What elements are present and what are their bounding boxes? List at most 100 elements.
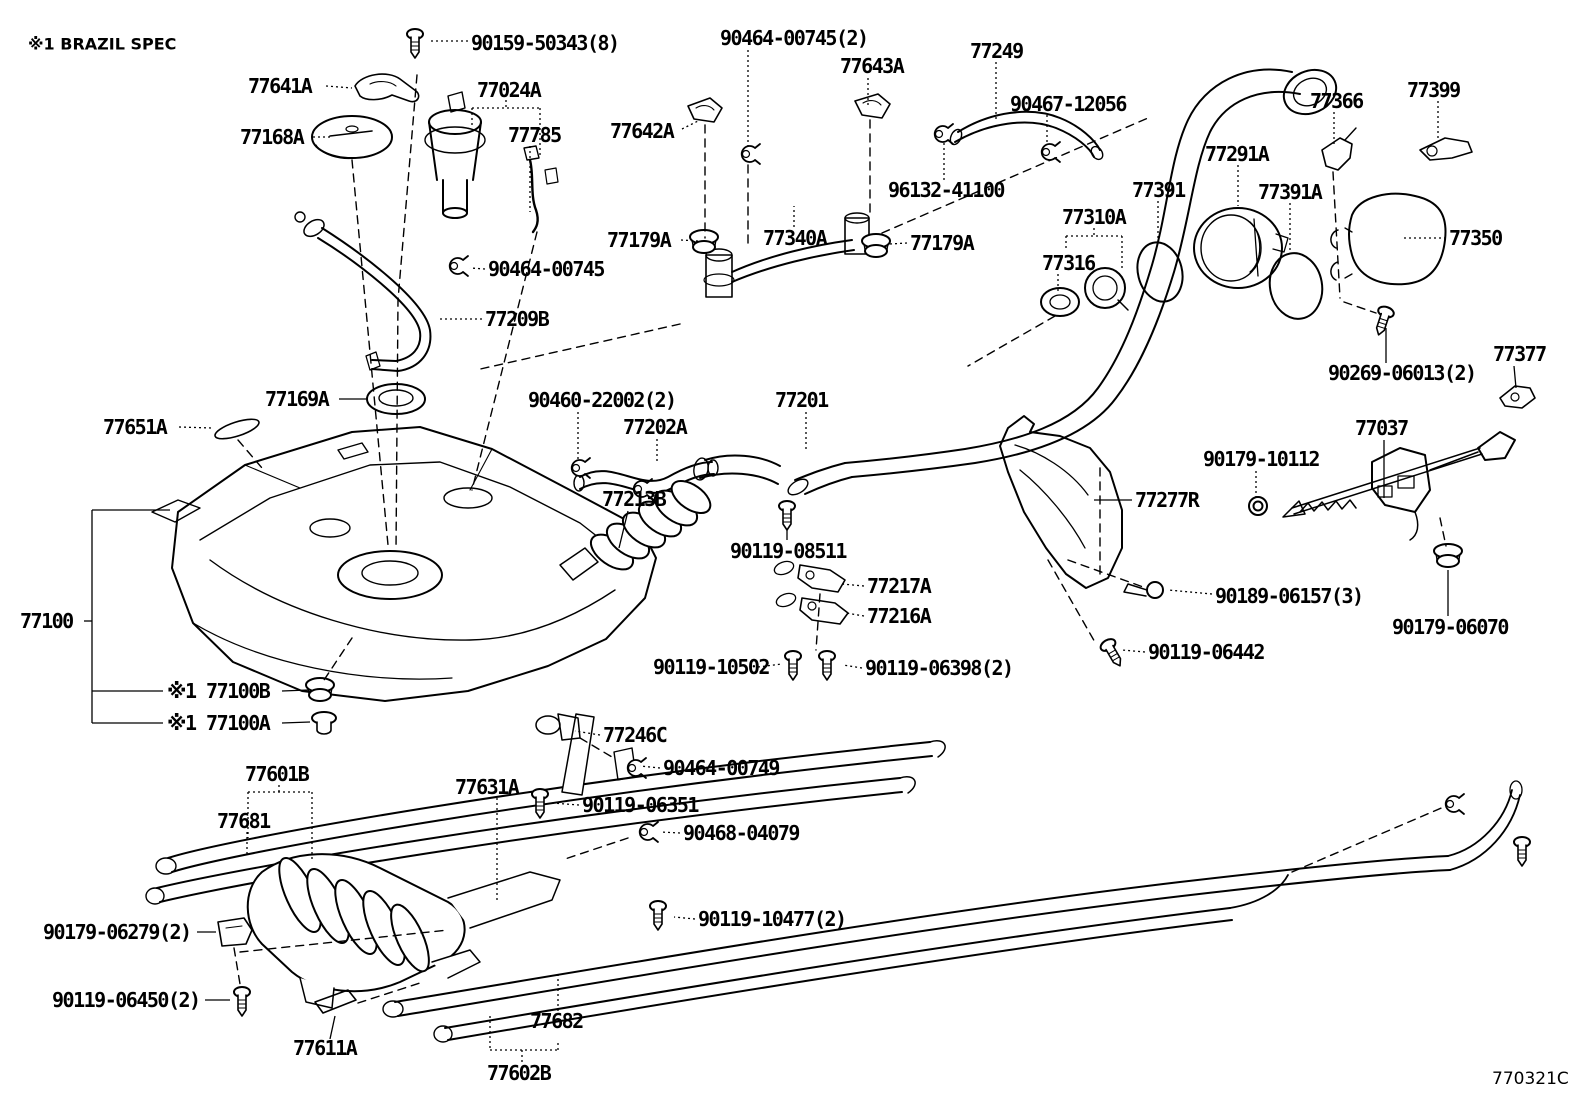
part-label-77169a[interactable]: 77169A bbox=[265, 387, 330, 411]
leader-line bbox=[1514, 366, 1516, 388]
part-label-77601b[interactable]: 77601B bbox=[245, 762, 310, 786]
filler-opening-parts bbox=[1041, 208, 1327, 323]
fuel-pump-assembly bbox=[425, 92, 485, 218]
part-label-77024a[interactable]: 77024A bbox=[477, 78, 542, 102]
part-label-90119064502[interactable]: 90119-06450(2) bbox=[52, 988, 201, 1012]
part-label-77037[interactable]: 77037 bbox=[1355, 416, 1409, 440]
part-label-90179062792[interactable]: 90179-06279(2) bbox=[43, 920, 192, 944]
part-label-9011906442[interactable]: 90119-06442 bbox=[1148, 640, 1265, 664]
part-label-77631a[interactable]: 77631A bbox=[455, 775, 520, 799]
part-label-77216a[interactable]: 77216A bbox=[867, 604, 932, 628]
clamp-77643A bbox=[855, 94, 890, 118]
part-label-77391a[interactable]: 77391A bbox=[1258, 180, 1323, 204]
leader-line bbox=[846, 613, 864, 616]
part-label-77611a[interactable]: 77611A bbox=[293, 1036, 358, 1060]
leader-line bbox=[1168, 590, 1212, 594]
leader-line bbox=[470, 268, 485, 269]
part-label-9613241100[interactable]: 96132-41100 bbox=[888, 178, 1005, 202]
part-label-9011908511[interactable]: 90119-08511 bbox=[730, 539, 847, 563]
part-label-77249[interactable]: 77249 bbox=[970, 39, 1024, 63]
leader-line bbox=[282, 722, 310, 723]
part-label-77399[interactable]: 77399 bbox=[1407, 78, 1461, 102]
part-label-77642a[interactable]: 77642A bbox=[610, 119, 675, 143]
part-label-9046400749[interactable]: 90464-00749 bbox=[663, 756, 780, 780]
part-label-90119063982[interactable]: 90119-06398(2) bbox=[865, 656, 1014, 680]
part-label-77651a[interactable]: 77651A bbox=[103, 415, 168, 439]
part-label-77179a[interactable]: 77179A bbox=[607, 228, 672, 252]
part-label-90464007452[interactable]: 90464-00745(2) bbox=[720, 26, 869, 50]
leader-line bbox=[758, 664, 782, 667]
part-label-90119104772[interactable]: 90119-10477(2) bbox=[698, 907, 847, 931]
part-label-77316[interactable]: 77316 bbox=[1042, 251, 1096, 275]
clamp-77641A bbox=[355, 74, 419, 102]
fuel-tank-shape bbox=[152, 427, 656, 701]
filler-hose-77213B bbox=[560, 475, 716, 580]
leader-line bbox=[843, 665, 862, 668]
part-label-77785[interactable]: 77785 bbox=[508, 123, 562, 147]
part-label-9017910112[interactable]: 90179-10112 bbox=[1203, 447, 1320, 471]
part-label-90159503438[interactable]: 90159-50343(8) bbox=[471, 31, 620, 55]
part-label-9011906351[interactable]: 90119-06351 bbox=[582, 793, 699, 817]
leader-line bbox=[552, 803, 579, 805]
part-label-77391[interactable]: 77391 bbox=[1132, 178, 1186, 202]
cushion-90179-06279 bbox=[218, 918, 252, 946]
fuel-filler-lid-77350 bbox=[1331, 194, 1446, 284]
assembly-dashed-guides bbox=[234, 75, 1446, 1003]
part-label-77643a[interactable]: 77643A bbox=[840, 54, 905, 78]
leader-line bbox=[890, 243, 907, 244]
part-label-9011910502[interactable]: 90119-10502 bbox=[653, 655, 770, 679]
part-label-77340a[interactable]: 77340A bbox=[763, 226, 828, 250]
clamp-77642A bbox=[688, 98, 722, 122]
part-label-77377[interactable]: 77377 bbox=[1493, 342, 1547, 366]
part-label-77310a[interactable]: 77310A bbox=[1062, 205, 1127, 229]
leader-line bbox=[326, 86, 352, 88]
part-label-177100a[interactable]: ※1 77100A bbox=[167, 711, 271, 735]
fuel-sender-gauge bbox=[524, 146, 558, 232]
part-label-77100[interactable]: 77100 bbox=[20, 609, 74, 633]
tank-band-lower-set bbox=[383, 781, 1522, 1042]
part-label-90269060132[interactable]: 90269-06013(2) bbox=[1328, 361, 1477, 385]
part-label-77202a[interactable]: 77202A bbox=[623, 415, 688, 439]
part-label-9017906070[interactable]: 90179-06070 bbox=[1392, 615, 1509, 639]
part-label-77179a[interactable]: 77179A bbox=[910, 231, 975, 255]
part-label-90189061573[interactable]: 90189-06157(3) bbox=[1215, 584, 1364, 608]
part-label-77217a[interactable]: 77217A bbox=[867, 574, 932, 598]
part-label-77291a[interactable]: 77291A bbox=[1205, 142, 1270, 166]
pad-77651A bbox=[213, 415, 261, 443]
part-label-77682[interactable]: 77682 bbox=[530, 1009, 584, 1033]
part-label-9046804079[interactable]: 90468-04079 bbox=[683, 821, 800, 845]
part-label-9046712056[interactable]: 90467-12056 bbox=[1010, 92, 1127, 116]
bracket-77217A bbox=[773, 559, 845, 592]
leader-line bbox=[674, 917, 695, 919]
leader-line bbox=[619, 511, 628, 548]
part-label-77168a[interactable]: 77168A bbox=[240, 125, 305, 149]
part-label-77350[interactable]: 77350 bbox=[1449, 226, 1503, 250]
leader-line bbox=[842, 584, 864, 586]
part-label-77209b[interactable]: 77209B bbox=[485, 307, 550, 331]
part-label-90460220022[interactable]: 90460-22002(2) bbox=[528, 388, 677, 412]
part-label-77277r[interactable]: 77277R bbox=[1135, 488, 1200, 512]
part-label-77366[interactable]: 77366 bbox=[1310, 89, 1364, 113]
part-label-77213b[interactable]: 77213B bbox=[602, 487, 667, 511]
leader-line bbox=[1122, 650, 1145, 652]
leader-line bbox=[179, 427, 212, 428]
leader-line bbox=[282, 690, 308, 691]
spacer-77611A bbox=[315, 990, 356, 1013]
clip-77377 bbox=[1500, 386, 1535, 408]
fuel-lid-lock-77037 bbox=[1283, 432, 1515, 540]
leader-line bbox=[682, 120, 700, 129]
part-label-177100b[interactable]: ※1 77100B bbox=[167, 679, 271, 703]
vent-pipe-77209B bbox=[295, 212, 430, 371]
part-label-77641a[interactable]: 77641A bbox=[248, 74, 313, 98]
brazil-spec-note: ※1 BRAZIL SPEC bbox=[28, 34, 177, 54]
part-label-77246c[interactable]: 77246C bbox=[603, 723, 668, 747]
part-label-77681[interactable]: 77681 bbox=[217, 809, 271, 833]
leader-line bbox=[660, 832, 680, 833]
gasket-ring-77169A bbox=[367, 384, 425, 414]
leader-line bbox=[640, 766, 660, 768]
part-label-77201[interactable]: 77201 bbox=[775, 388, 829, 412]
fuel-tank-shield-77277R bbox=[1000, 416, 1122, 588]
part-label-77602b[interactable]: 77602B bbox=[487, 1061, 552, 1085]
part-label-9046400745[interactable]: 90464-00745 bbox=[488, 257, 605, 281]
